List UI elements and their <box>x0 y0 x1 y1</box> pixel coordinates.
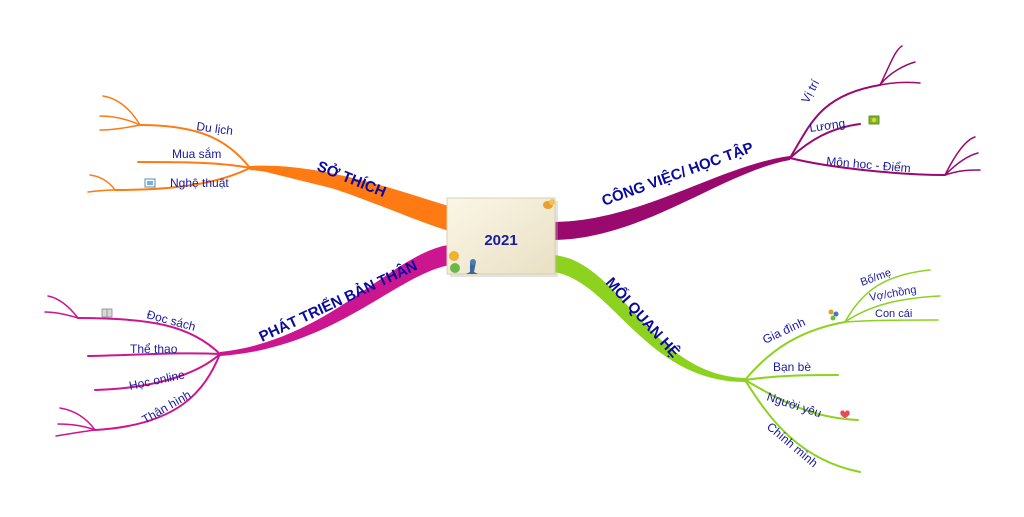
item-chinh-minh: Chính mình <box>764 420 821 471</box>
branch-cong-viec-trunk <box>552 156 790 240</box>
branch-title-moi-quan-he: MỐI QUAN HỆ <box>602 274 683 362</box>
pin-icon <box>449 251 478 274</box>
branch-phat-trien-trunk <box>220 245 450 356</box>
item-mua-sam: Mua sắm <box>172 146 221 161</box>
item-con-cai: Con cái <box>875 308 912 320</box>
item-doc-sach: Đọc sách <box>145 307 197 333</box>
central-topic-label: 2021 <box>484 232 517 249</box>
central-topic[interactable]: 2021 <box>446 197 558 277</box>
item-ban-be: Bạn bè <box>773 360 811 374</box>
pin-icon <box>543 199 555 209</box>
item-hoc-online: Học online <box>128 367 187 393</box>
family-icon <box>828 309 839 321</box>
item-nghe-thuat: Nghệ thuật <box>170 176 229 190</box>
item-than-hinh: Thân hình <box>140 387 194 426</box>
branch-moi-quan-he-trunk <box>553 255 745 382</box>
branch-so-thich <box>87 95 455 232</box>
heart-icon <box>839 409 851 420</box>
book-icon <box>101 308 113 318</box>
item-luong: Lương <box>808 116 846 135</box>
branch-cong-viec <box>552 45 981 240</box>
item-the-thao: Thể thao <box>130 342 178 356</box>
branch-title-phat-trien: PHÁT TRIỂN BẢN THÂN <box>256 256 420 345</box>
branch-moi-quan-he <box>553 255 941 473</box>
item-nguoi-yeu: Người yêu <box>765 390 823 421</box>
money-icon <box>868 115 880 125</box>
item-vi-tri: Vị trí <box>798 76 822 105</box>
item-bo-me: Bố/mẹ <box>859 267 893 289</box>
picture-icon <box>144 178 156 188</box>
branch-phat-trien <box>44 245 450 437</box>
item-du-lich: Du lịch <box>196 119 234 138</box>
item-gia-dinh: Gia đình <box>760 315 807 347</box>
item-mon-hoc-diem: Môn học - Điểm <box>826 154 912 175</box>
